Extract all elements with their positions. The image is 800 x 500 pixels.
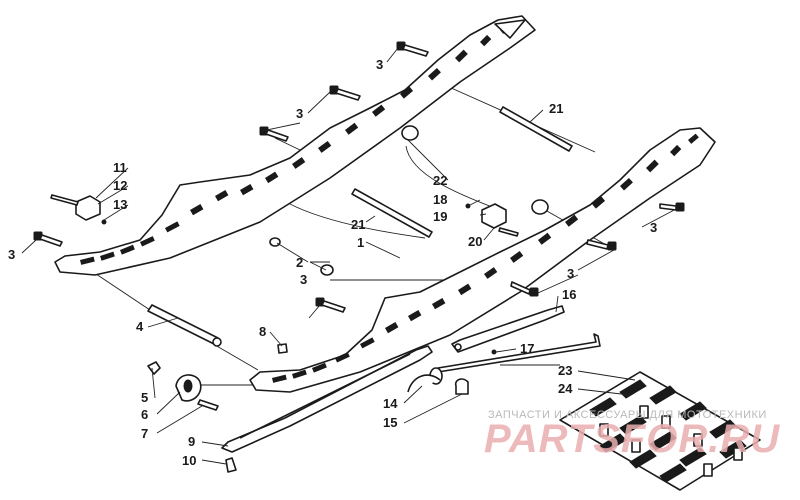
callout-3: 3 — [296, 106, 303, 121]
cross-shaft-lower — [351, 188, 433, 238]
spring-assembly — [407, 333, 601, 395]
callout-15: 15 — [383, 415, 397, 430]
callout-3: 3 — [376, 57, 383, 72]
callout-14: 14 — [383, 396, 398, 411]
callout-22: 22 — [433, 173, 447, 188]
watermark: ЗАПЧАСТИ И АКСЕССУАРЫ ДЛЯ МОТОТЕХНИКИ PA… — [484, 409, 780, 461]
callout-3: 3 — [300, 272, 307, 287]
callout-23: 23 — [558, 363, 572, 378]
callout-6: 6 — [141, 407, 148, 422]
watermark-logo: PARTSFOR.RU — [484, 417, 780, 461]
callout-19: 19 — [433, 209, 447, 224]
bracket — [481, 203, 507, 229]
cross-shaft-upper — [499, 106, 573, 152]
cross-shafts — [147, 106, 573, 347]
callout-21: 21 — [549, 101, 563, 116]
hardware — [33, 41, 685, 354]
upper-rail-slots — [79, 23, 511, 265]
callout-3: 3 — [8, 247, 15, 262]
rear-axle — [147, 304, 219, 345]
callout-4: 4 — [136, 319, 144, 334]
callout-13: 13 — [113, 197, 127, 212]
callout-2: 2 — [296, 255, 303, 270]
track-section — [559, 371, 761, 491]
callout-5: 5 — [141, 390, 148, 405]
leader-lines — [21, 47, 679, 465]
washer — [320, 264, 334, 276]
track-lugs — [589, 379, 747, 483]
watermark-tagline: ЗАПЧАСТИ И АКСЕССУАРЫ ДЛЯ МОТОТЕХНИКИ — [488, 409, 767, 421]
callout-17: 17 — [520, 341, 534, 356]
track-clips — [599, 405, 743, 477]
callout-3: 3 — [650, 220, 657, 235]
callout-3: 3 — [567, 266, 574, 281]
callout-9: 9 — [188, 434, 195, 449]
strap — [451, 305, 565, 355]
upper-rail — [54, 15, 536, 276]
slide — [221, 345, 433, 473]
callout-8: 8 — [259, 324, 266, 339]
callouts: 3 3 3 3 3 3 21 21 22 18 19 20 11 12 13 1… — [8, 57, 657, 468]
guide-wheel — [147, 361, 219, 411]
callout-10: 10 — [182, 453, 196, 468]
callout-1: 1 — [357, 235, 364, 250]
callout-18: 18 — [433, 192, 447, 207]
washer — [269, 237, 281, 247]
callout-21: 21 — [351, 217, 365, 232]
spacer — [401, 125, 419, 141]
lower-rail — [249, 127, 716, 393]
lower-rail-slots — [272, 133, 699, 383]
callout-7: 7 — [141, 426, 148, 441]
callout-12: 12 — [113, 178, 127, 193]
block — [75, 195, 101, 221]
callout-24: 24 — [558, 381, 573, 396]
callout-20: 20 — [468, 234, 482, 249]
spacer — [531, 199, 549, 215]
callout-11: 11 — [113, 160, 127, 175]
callout-16: 16 — [562, 287, 576, 302]
